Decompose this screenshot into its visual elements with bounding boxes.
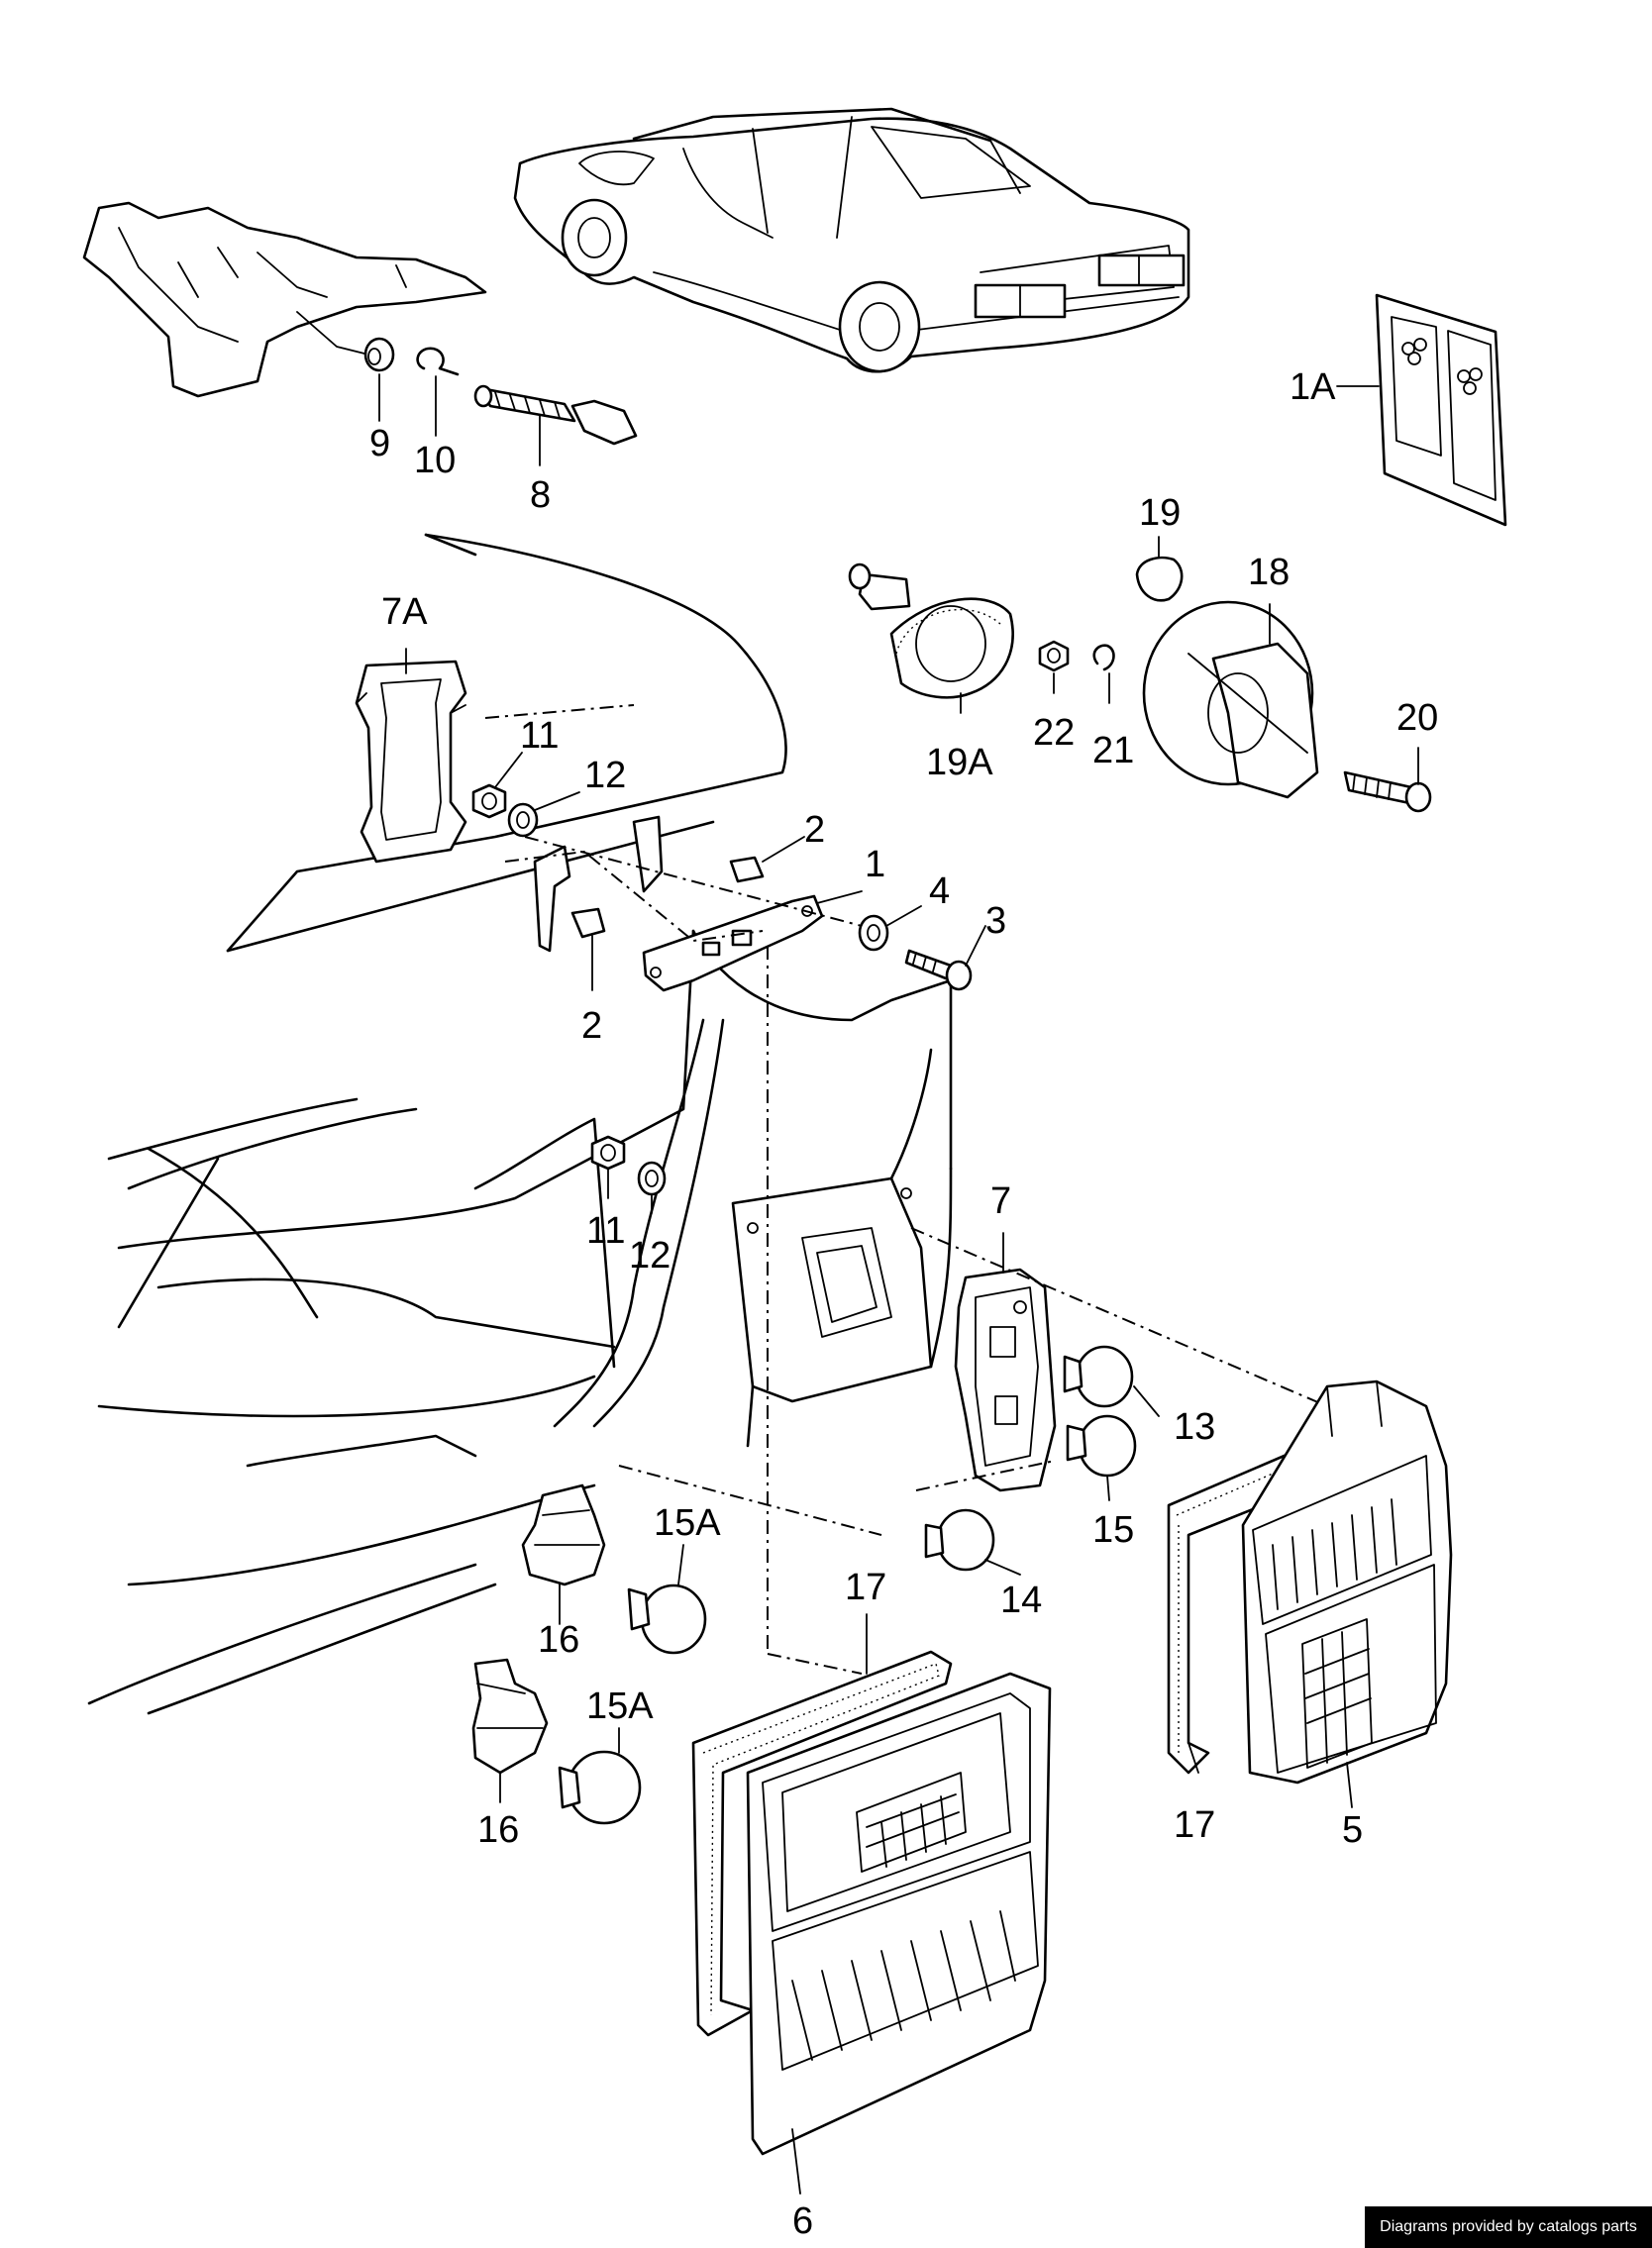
part-11-nut-upper: [471, 783, 507, 819]
part-12-washer-upper: [507, 802, 539, 838]
part-15A-bulb-lower: [558, 1750, 642, 1825]
part-21-lock-washer: [1092, 644, 1115, 671]
callout-8: 8: [530, 474, 551, 516]
trunk-body-illustration: [87, 533, 953, 1715]
part-2-clip-upper: [729, 856, 765, 883]
part-16-holder-upper: [521, 1483, 606, 1586]
part-18-socket-housing: [1142, 600, 1319, 799]
car-illustration: [513, 107, 1190, 373]
callout-19: 19: [1139, 492, 1181, 534]
part-11-nut-lower: [590, 1135, 626, 1171]
callout-17-left: 17: [845, 1567, 886, 1608]
callout-20: 20: [1396, 697, 1438, 739]
part-16-holder-lower: [471, 1658, 549, 1775]
part-14-bulb: [924, 1508, 995, 1572]
callout-12-upper: 12: [584, 755, 626, 796]
callout-17-right: 17: [1174, 1804, 1215, 1846]
part-13-bulb: [1063, 1345, 1134, 1408]
assembly-lines-upper: [484, 704, 863, 1675]
callout-15: 15: [1092, 1509, 1134, 1551]
callout-7: 7: [990, 1180, 1011, 1222]
callout-13: 13: [1174, 1406, 1215, 1448]
callout-6: 6: [792, 2200, 813, 2242]
callout-18: 18: [1248, 552, 1290, 593]
part-19-cap: [1135, 556, 1184, 602]
callout-16-lower: 16: [477, 1809, 519, 1851]
part-5-tail-lamp: [1241, 1379, 1453, 1785]
callout-22: 22: [1033, 712, 1075, 754]
part-19A-socket-cover: [848, 562, 1014, 699]
part-10-clip: [416, 347, 460, 376]
callout-1: 1: [865, 844, 885, 885]
assembly-lines-lower: [618, 1227, 1328, 1536]
callout-1A: 1A: [1290, 366, 1336, 408]
callout-3: 3: [985, 900, 1006, 942]
callout-4: 4: [929, 870, 950, 912]
callout-16-upper: 16: [538, 1619, 579, 1661]
callout-11-upper: 11: [520, 715, 559, 757]
part-6-tail-lamp: [746, 1672, 1052, 2156]
part-2-clip-lower: [570, 907, 606, 939]
callout-21: 21: [1092, 730, 1134, 771]
part-9-grommet: [363, 337, 395, 372]
part-1-bracket: [642, 894, 824, 992]
part-12-washer-lower: [637, 1161, 667, 1196]
part-7A-cover: [355, 660, 467, 864]
callout-9: 9: [369, 423, 390, 464]
callout-12-lower: 12: [629, 1235, 671, 1277]
part-15A-bulb-upper: [627, 1584, 707, 1655]
callout-labels: 1A 9 10 8 19 18 7A 11 12 19A 22 21 20 2 …: [369, 366, 1438, 2242]
callout-15A-upper: 15A: [654, 1502, 721, 1544]
part-17-gasket-left: [691, 1650, 953, 2037]
floor-panel-illustration: [82, 201, 487, 398]
callout-10: 10: [414, 440, 456, 481]
part-3-screw: [904, 949, 973, 991]
part-22-nut: [1038, 640, 1070, 672]
part-7-bulb-holder: [954, 1268, 1057, 1492]
callout-2-upper: 2: [804, 809, 825, 851]
part-1A-label-sheet: [1375, 293, 1507, 527]
part-4-washer: [858, 914, 889, 952]
leader-lines: [378, 373, 1419, 2195]
callout-19A: 19A: [926, 742, 993, 783]
callout-15A-lower: 15A: [586, 1686, 654, 1727]
callout-5: 5: [1342, 1809, 1363, 1851]
callout-7A: 7A: [381, 591, 428, 633]
part-8-wire-connector: [473, 384, 638, 446]
credit-banner: Diagrams provided by catalogs parts: [1365, 2206, 1652, 2248]
part-15-bulb: [1066, 1414, 1137, 1478]
part-20-bolt: [1343, 770, 1432, 813]
callout-2-lower: 2: [581, 1005, 602, 1047]
callout-11-lower: 11: [586, 1210, 625, 1252]
callout-14: 14: [1000, 1580, 1042, 1621]
